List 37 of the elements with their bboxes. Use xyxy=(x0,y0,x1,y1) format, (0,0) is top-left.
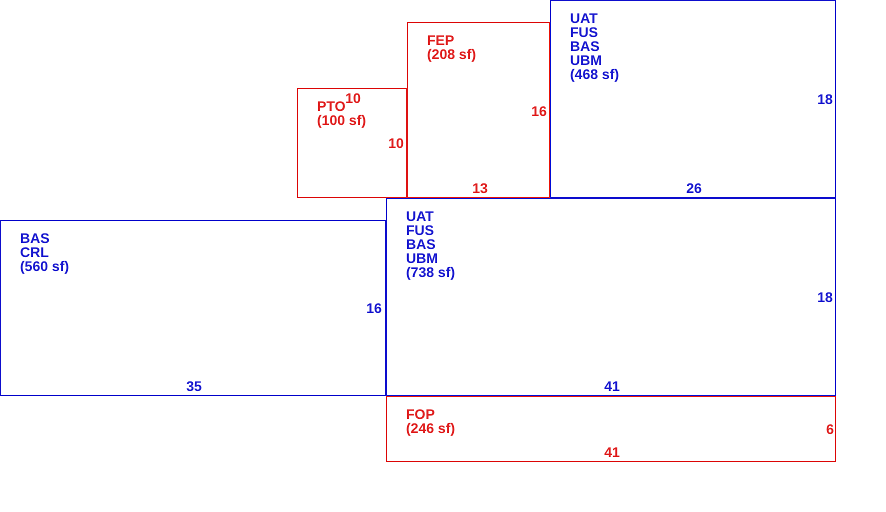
room-label: (246 sf) xyxy=(406,421,456,435)
room-outline xyxy=(407,22,550,198)
room-label: UBM xyxy=(406,251,439,265)
room-label: UAT xyxy=(570,11,599,25)
room-label: (100 sf) xyxy=(317,113,366,127)
room-label: (738 sf) xyxy=(406,265,456,279)
dimension-label: 16 xyxy=(531,104,547,118)
dimension-label: 16 xyxy=(366,301,382,315)
room-label: (560 sf) xyxy=(20,259,70,273)
room-label: (208 sf) xyxy=(427,47,476,61)
room-label: FEP xyxy=(427,33,456,47)
room-label: CRL xyxy=(20,245,50,259)
room-outline xyxy=(386,198,836,396)
room-label: BAS xyxy=(570,39,601,53)
room-label: (468 sf) xyxy=(570,67,620,81)
dimension-label: 18 xyxy=(817,92,833,106)
room-outline xyxy=(297,88,407,198)
dimension-label: 35 xyxy=(186,379,202,393)
dimension-label: 41 xyxy=(604,379,620,393)
dimension-label: 26 xyxy=(686,181,702,195)
room-label: FUS xyxy=(406,223,435,237)
dimension-label: 10 xyxy=(388,136,404,150)
room-outline xyxy=(0,220,386,396)
room-label: FUS xyxy=(570,25,599,39)
room-outline xyxy=(550,0,836,198)
dimension-label: 10 xyxy=(345,91,361,105)
room-label: BAS xyxy=(20,231,51,245)
dimension-label: 13 xyxy=(472,181,488,195)
room-label: UAT xyxy=(406,209,435,223)
dimension-label: 6 xyxy=(826,422,834,436)
room-outline xyxy=(386,396,836,462)
room-label: BAS xyxy=(406,237,437,251)
room-label: PTO xyxy=(317,99,346,113)
room-label: FOP xyxy=(406,407,436,421)
dimension-label: 18 xyxy=(817,290,833,304)
room-label: UBM xyxy=(570,53,603,67)
dimension-label: 41 xyxy=(604,445,620,459)
